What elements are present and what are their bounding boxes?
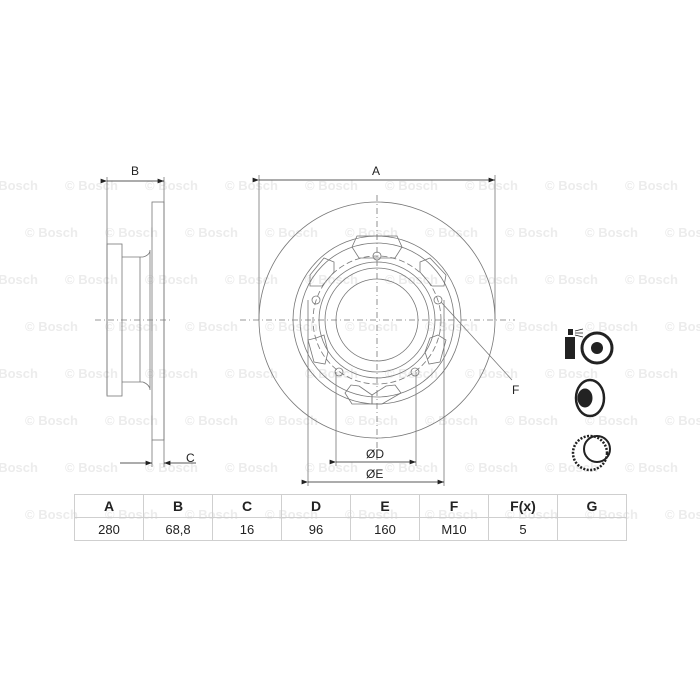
spec-value-row: 280 68,8 16 96 160 M10 5 xyxy=(74,517,627,541)
dim-a-label: A xyxy=(372,164,381,178)
spec-header-row: A B C D E F F(x) G xyxy=(74,494,627,518)
dim-c-label: C xyxy=(186,451,195,465)
side-view xyxy=(95,177,196,467)
cooling-slots xyxy=(307,235,447,405)
value-f: M10 xyxy=(419,517,489,541)
dim-b-label: B xyxy=(131,164,140,178)
value-c: 16 xyxy=(212,517,282,541)
header-fx: F(x) xyxy=(488,494,558,518)
header-g: G xyxy=(557,494,627,518)
dim-d-label: ØD xyxy=(366,447,384,461)
value-fx: 5 xyxy=(488,517,558,541)
header-f: F xyxy=(419,494,489,518)
value-g xyxy=(557,517,627,541)
dim-e-label: ØE xyxy=(366,467,384,481)
front-view xyxy=(240,175,515,486)
spec-table: A B C D E F F(x) G 280 68,8 16 96 160 M1… xyxy=(74,494,627,541)
abs-ring-icon xyxy=(571,434,611,472)
header-c: C xyxy=(212,494,282,518)
brake-disc-with-hub-icon xyxy=(574,378,606,418)
header-e: E xyxy=(350,494,420,518)
value-b: 68,8 xyxy=(143,517,213,541)
header-a: A xyxy=(74,494,144,518)
spray-cleaner-disc-icon xyxy=(565,328,614,365)
value-d: 96 xyxy=(281,517,351,541)
value-a: 280 xyxy=(74,517,144,541)
value-e: 160 xyxy=(350,517,420,541)
header-d: D xyxy=(281,494,351,518)
dim-f-label: F xyxy=(512,383,520,397)
header-b: B xyxy=(143,494,213,518)
